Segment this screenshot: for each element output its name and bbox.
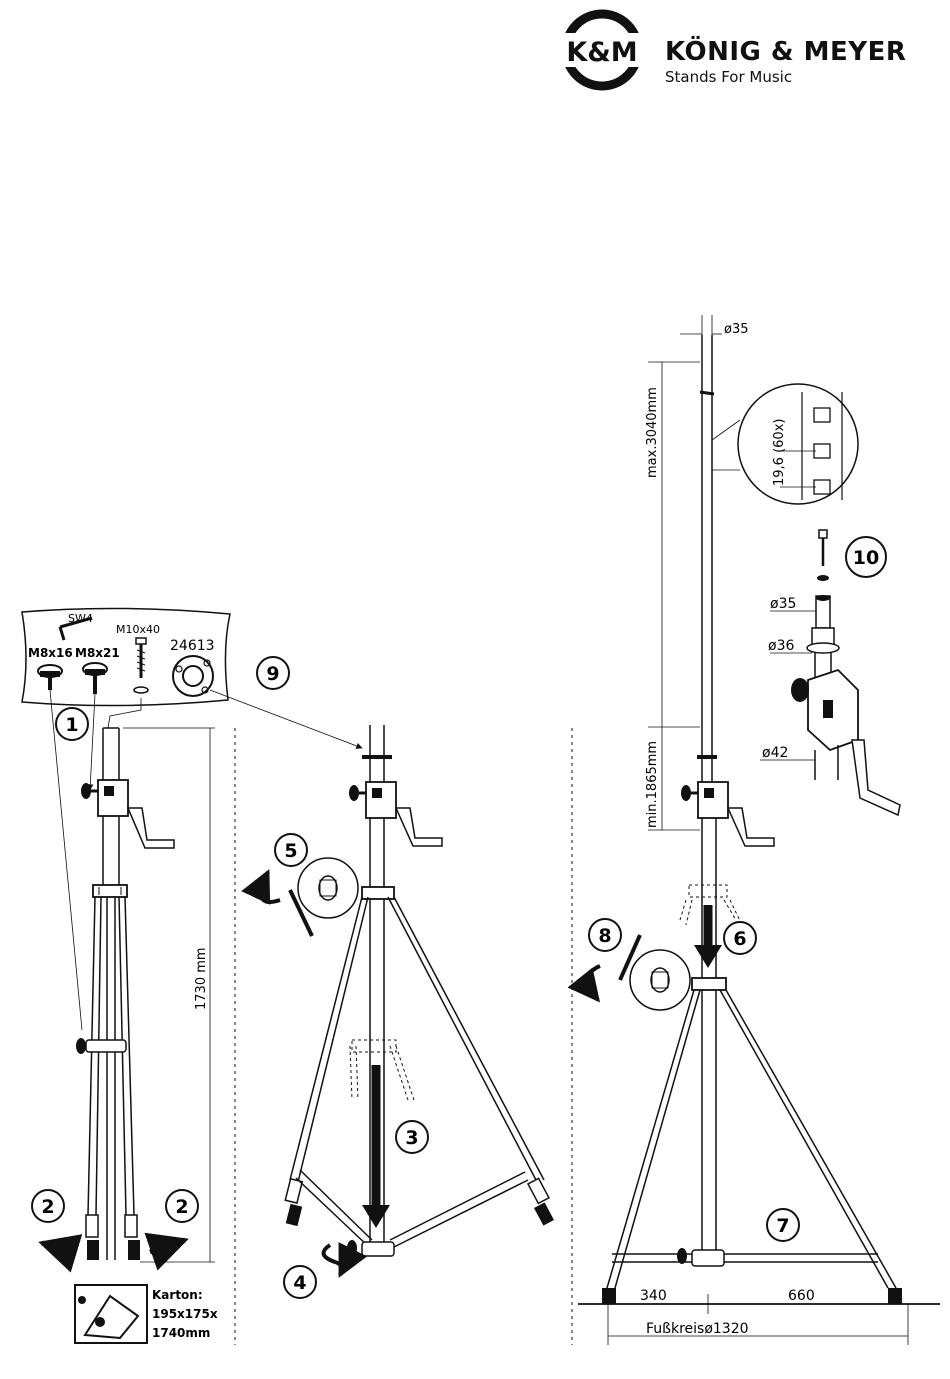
d36-label: ø36 bbox=[768, 638, 794, 654]
step-5-marker: 5 bbox=[275, 834, 307, 866]
hole-detail-magnifier bbox=[738, 384, 858, 504]
knob-b-label: M8x21 bbox=[75, 646, 120, 660]
base-left-label: 340 bbox=[640, 1288, 667, 1304]
svg-text:9: 9 bbox=[266, 663, 279, 685]
km-logo: K&M bbox=[560, 14, 644, 86]
step-6-marker: 6 bbox=[724, 922, 756, 954]
carton-label: Karton: bbox=[152, 1288, 203, 1302]
min-height-label: min.1865mm bbox=[645, 741, 660, 828]
svg-text:3: 3 bbox=[405, 1127, 418, 1149]
parts-card: SW4 M10x40 M8x16 M8x21 24613 bbox=[22, 608, 362, 1030]
step-4-marker: 4 bbox=[284, 1266, 316, 1298]
carton-size-2: 1740mm bbox=[152, 1326, 210, 1340]
hole-spacing-label: 19,6 (60x) bbox=[772, 419, 787, 486]
d42-label: ø42 bbox=[762, 745, 788, 761]
svg-text:1: 1 bbox=[65, 714, 78, 736]
knob-m8x21-icon bbox=[83, 663, 107, 694]
logo-text: K&M bbox=[566, 37, 637, 68]
loosen-rotate-icon bbox=[261, 872, 280, 902]
knob-m8x16-icon bbox=[38, 665, 62, 690]
step-2-right-marker: 2 bbox=[166, 1190, 198, 1222]
stand-extended: max.3040mm min.1865mm ø35 19,6 (60x) 340… bbox=[578, 315, 940, 1345]
tube-diameter-label: ø35 bbox=[724, 322, 749, 337]
max-height-label: max.3040mm bbox=[645, 387, 660, 478]
step-1-marker: 1 bbox=[56, 708, 88, 740]
foot-circle-label: Fußkreisø1320 bbox=[646, 1321, 749, 1337]
svg-text:2: 2 bbox=[41, 1196, 54, 1218]
svg-text:4: 4 bbox=[293, 1272, 306, 1294]
slide-down-arrow bbox=[362, 1205, 390, 1228]
step-7-marker: 7 bbox=[767, 1209, 799, 1241]
step-10-marker: 10 bbox=[846, 537, 886, 577]
carton-size-1: 195x175x bbox=[152, 1307, 218, 1321]
step-8-marker: 8 bbox=[589, 919, 621, 951]
ring-adapter-icon bbox=[173, 656, 213, 696]
locking-knob-icon bbox=[81, 783, 91, 799]
step-2-left-marker: 2 bbox=[32, 1190, 64, 1222]
crank-housing bbox=[98, 780, 128, 816]
spread-right-arrow bbox=[150, 1240, 185, 1252]
knob-a-label: M8x16 bbox=[28, 646, 73, 660]
ring-label: 24613 bbox=[170, 638, 215, 654]
step-9-marker: 9 bbox=[257, 657, 289, 689]
svg-text:6: 6 bbox=[733, 928, 746, 950]
step-3-marker: 3 bbox=[396, 1121, 428, 1153]
svg-text:5: 5 bbox=[284, 840, 297, 862]
screw-label: M10x40 bbox=[116, 623, 160, 636]
detail-magnifier bbox=[298, 858, 358, 918]
carton-box: Karton: 195x175x 1740mm bbox=[75, 1285, 218, 1343]
svg-text:2: 2 bbox=[175, 1196, 188, 1218]
height-folded-label: 1730 mm bbox=[194, 947, 209, 1010]
tighten-rotate-icon bbox=[324, 1245, 342, 1275]
spread-left-arrow bbox=[42, 1243, 72, 1252]
svg-text:7: 7 bbox=[776, 1215, 789, 1237]
crank-handle bbox=[128, 808, 174, 848]
step-markers: 1 2 2 3 4 5 6 7 8 9 10 bbox=[32, 537, 886, 1298]
stand-folded: 1730 mm bbox=[42, 728, 215, 1262]
svg-text:10: 10 bbox=[853, 547, 879, 569]
svg-text:8: 8 bbox=[598, 925, 611, 947]
washer-icon bbox=[134, 687, 148, 693]
wrench-label: SW4 bbox=[68, 612, 93, 625]
screw-icon bbox=[134, 638, 148, 693]
base-right-label: 660 bbox=[788, 1288, 815, 1304]
d35-label: ø35 bbox=[770, 596, 796, 612]
stand-unfolding bbox=[261, 725, 554, 1275]
